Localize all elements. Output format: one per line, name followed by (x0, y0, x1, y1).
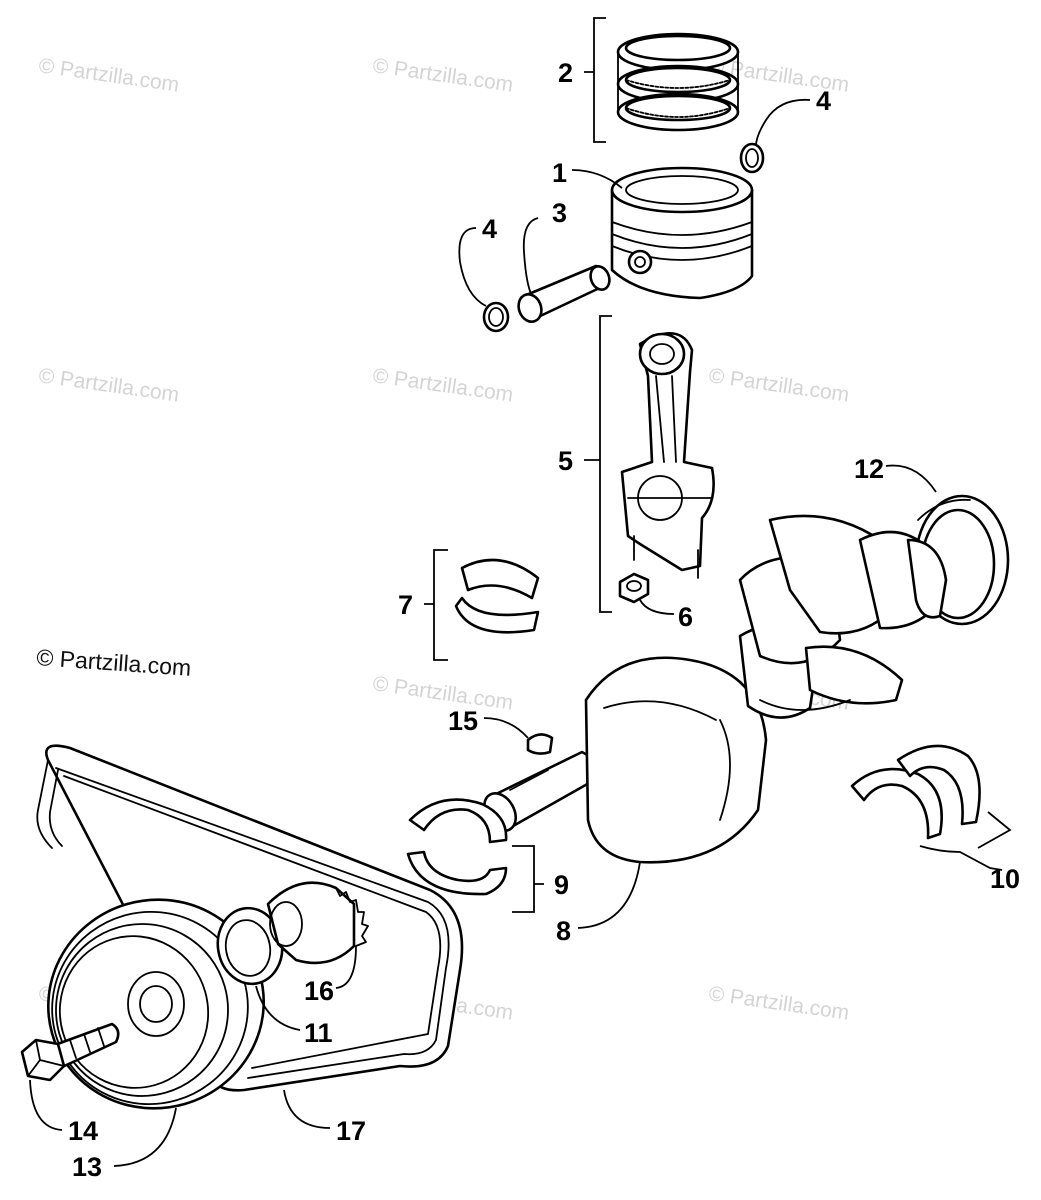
callout-9[interactable]: 9 (554, 870, 569, 900)
callout-8[interactable]: 8 (556, 916, 571, 946)
callout-16[interactable]: 16 (304, 976, 334, 1006)
callout-14[interactable]: 14 (68, 1116, 98, 1146)
callout-5[interactable]: 5 (558, 446, 573, 476)
callout-labels: 2 4 1 3 4 5 12 7 6 15 9 10 8 16 11 14 17… (68, 58, 1020, 1182)
timing-sprocket-drawing[interactable] (266, 881, 369, 965)
thrust-washer-drawing[interactable] (850, 744, 981, 840)
callout-10[interactable]: 10 (990, 864, 1020, 894)
callout-11[interactable]: 11 (304, 1018, 333, 1048)
connecting-rod-nut-drawing[interactable] (618, 572, 650, 604)
callout-4[interactable]: 4 (482, 214, 497, 244)
watermark: © Partzilla.com (371, 672, 514, 714)
callout-17[interactable]: 17 (336, 1116, 366, 1146)
crankshaft-drawing[interactable] (478, 514, 948, 864)
connecting-rod-drawing[interactable] (620, 332, 715, 579)
watermark: © Partzilla.com (707, 364, 850, 406)
watermark: © Partzilla.com (37, 54, 180, 96)
piston-pin-drawing[interactable] (515, 264, 613, 325)
seal-ring-drawing[interactable] (914, 494, 1010, 626)
watermark: © Partzilla.com (371, 54, 514, 96)
woodruff-key-drawing[interactable] (526, 733, 554, 755)
callout-2[interactable]: 2 (558, 58, 573, 88)
watermark: © Partzilla.com (37, 364, 180, 406)
connecting-rod-bearing-drawing[interactable] (454, 558, 540, 634)
callout-12[interactable]: 12 (854, 454, 884, 484)
circlip-drawing[interactable] (482, 142, 765, 333)
callout-15[interactable]: 15 (448, 706, 478, 736)
watermark: © Partzilla.com (707, 982, 850, 1024)
callout-4[interactable]: 4 (816, 86, 831, 116)
piston-ring-set-drawing[interactable] (616, 32, 740, 132)
callout-6[interactable]: 6 (678, 602, 693, 632)
leader-lines (29, 17, 1012, 1167)
callout-7[interactable]: 7 (398, 590, 413, 620)
callout-3[interactable]: 3 (552, 198, 567, 228)
oil-seal-drawing[interactable] (212, 903, 288, 989)
bearing-set-drawing[interactable] (406, 798, 508, 896)
callout-1[interactable]: 1 (552, 158, 567, 188)
callout-13[interactable]: 13 (72, 1152, 102, 1182)
copyright-text: © Partzilla.com (36, 644, 192, 681)
watermark: © Partzilla.com (371, 364, 514, 406)
bolt-drawing[interactable] (20, 1022, 120, 1082)
piston-drawing[interactable] (610, 166, 754, 300)
